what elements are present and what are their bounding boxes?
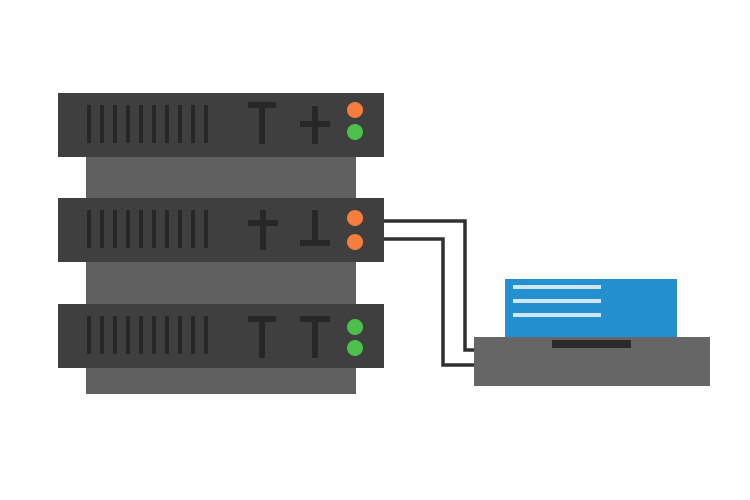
- rack-gap-1: [86, 150, 356, 205]
- vent-slots: [87, 105, 208, 143]
- plus-port-icon: [248, 210, 278, 250]
- inverted-t-port-icon: [300, 210, 330, 246]
- plus-port-icon: [300, 106, 330, 144]
- t-port-icon: [248, 316, 276, 358]
- server-unit-body: [58, 93, 384, 157]
- server-rack-icon: [58, 93, 384, 394]
- cable-upper: [384, 219, 474, 352]
- server-unit-body: [58, 304, 384, 368]
- vent-slots: [87, 210, 208, 248]
- green-led-icon: [347, 319, 363, 335]
- cable-lower: [384, 237, 474, 367]
- vent-slots: [87, 316, 208, 354]
- cable-icon: [384, 219, 474, 367]
- orange-led-icon: [347, 234, 363, 250]
- green-led-icon: [347, 340, 363, 356]
- t-port-icon: [248, 102, 276, 144]
- server-unit-middle: [58, 198, 384, 262]
- server-unit-top: [58, 93, 384, 157]
- server-unit-body: [58, 198, 384, 262]
- t-port-icon: [300, 316, 330, 358]
- orange-led-icon: [347, 210, 363, 226]
- laptop-trackpad: [552, 340, 631, 348]
- laptop-icon: [474, 279, 710, 386]
- green-led-icon: [347, 124, 363, 140]
- screen-text-lines: [513, 285, 601, 317]
- orange-led-icon: [347, 102, 363, 118]
- rack-gap-2: [86, 255, 356, 310]
- server-unit-bottom: [58, 304, 384, 368]
